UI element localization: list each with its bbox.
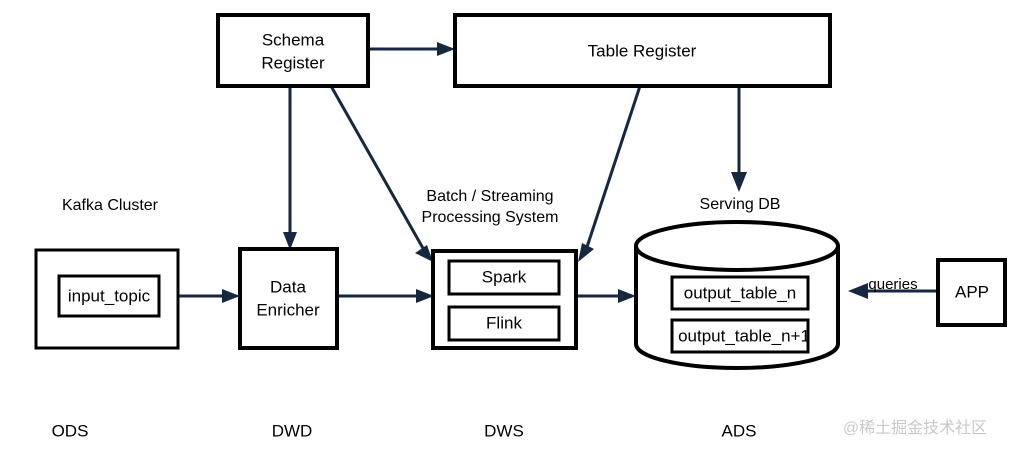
stage-label-ads: ADS xyxy=(722,421,757,440)
data-enricher-label-line2: Enricher xyxy=(256,300,320,319)
processing-system-caption-line2: Processing System xyxy=(422,209,559,226)
arrow-kafka-to-enricher xyxy=(178,289,240,303)
schema-register-label-line1: Schema xyxy=(262,30,325,49)
serving-db-caption: Serving DB xyxy=(700,196,781,213)
arrow-enricher-to-processing xyxy=(337,289,434,303)
output-table-n-label: output_table_n xyxy=(684,283,797,302)
arrow-processing-to-servingdb xyxy=(576,289,636,303)
node-input-topic[interactable]: input_topic xyxy=(57,274,161,318)
output-table-n-plus-1-label: output_table_n+1 xyxy=(678,326,810,345)
arrow-table-to-processing xyxy=(578,85,642,262)
schema-register-label-line2: Register xyxy=(261,53,325,72)
node-output-table-n-plus-1[interactable]: output_table_n+1 xyxy=(670,318,810,354)
table-register-label: Table Register xyxy=(588,41,697,60)
node-data-enricher[interactable]: Data Enricher xyxy=(238,247,339,350)
processing-system-caption-line1: Batch / Streaming xyxy=(426,188,553,205)
arrow-table-to-servingdb xyxy=(731,86,747,192)
watermark: @稀土掘金技术社区 xyxy=(843,419,987,437)
input-topic-label: input_topic xyxy=(68,286,151,305)
node-engine-spark[interactable]: Spark xyxy=(447,259,561,296)
node-app[interactable]: APP xyxy=(936,258,1007,327)
node-output-table-n[interactable]: output_table_n xyxy=(670,275,810,311)
arrow-app-to-servingdb xyxy=(848,283,937,299)
queries-edge-label: queries xyxy=(868,276,917,293)
arrow-schema-to-processing xyxy=(329,85,433,262)
stage-label-dws: DWS xyxy=(484,421,524,440)
node-table-register[interactable]: Table Register xyxy=(453,13,832,88)
stage-label-dwd: DWD xyxy=(272,421,313,440)
kafka-cluster-caption: Kafka Cluster xyxy=(62,197,159,214)
node-kafka-cluster[interactable]: input_topic xyxy=(34,248,180,350)
app-label: APP xyxy=(955,282,989,301)
node-engine-flink[interactable]: Flink xyxy=(447,305,561,342)
engine-spark-label: Spark xyxy=(482,267,527,286)
data-enricher-label-line1: Data xyxy=(270,277,306,296)
node-serving-db[interactable]: output_table_n output_table_n+1 xyxy=(634,220,840,370)
stage-label-ods: ODS xyxy=(52,421,89,440)
arrow-schema-to-enricher xyxy=(283,85,297,250)
engine-flink-label: Flink xyxy=(486,313,522,332)
arrow-schema-to-table xyxy=(368,42,455,56)
node-schema-register[interactable]: Schema Register xyxy=(216,13,370,88)
node-processing-system[interactable]: Spark Flink xyxy=(431,249,578,350)
